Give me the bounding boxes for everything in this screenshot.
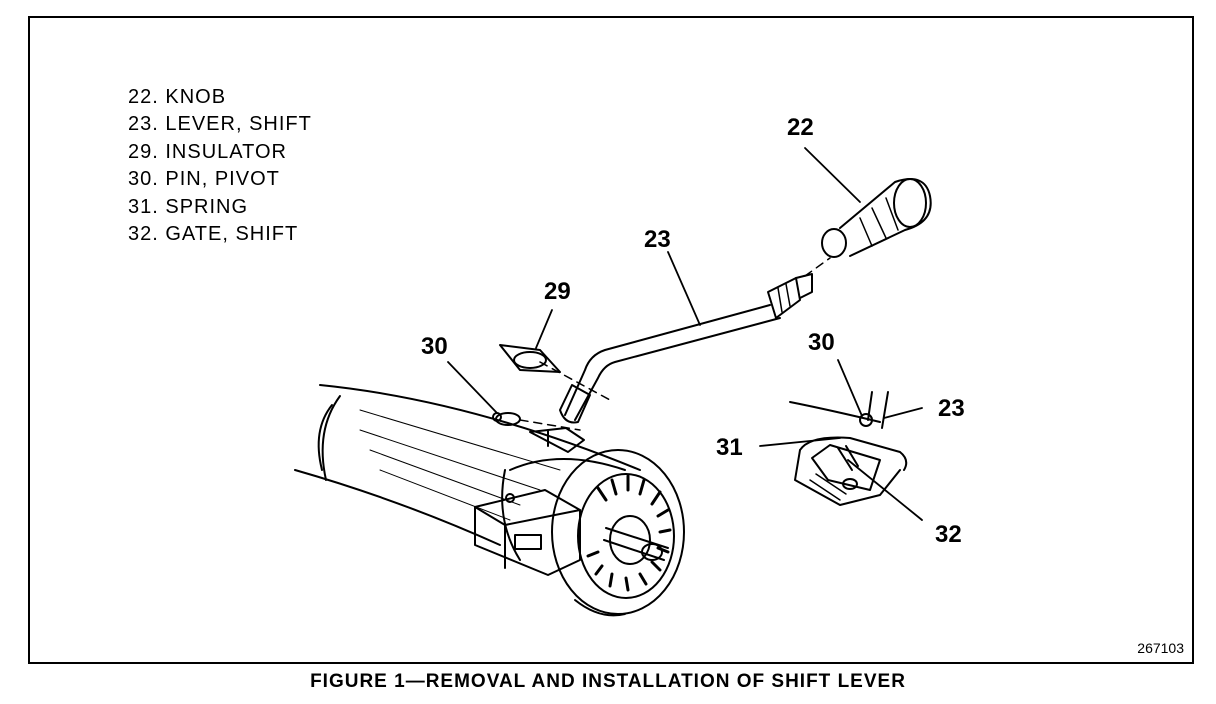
figure-number: 267103 bbox=[1137, 640, 1184, 656]
legend-item: 23. LEVER, SHIFT bbox=[128, 113, 312, 136]
legend-item: 30. PIN, PIVOT bbox=[128, 168, 280, 191]
shift-knob bbox=[821, 178, 932, 258]
callout-lever: 23 bbox=[644, 226, 671, 253]
callout-detail-spring: 31 bbox=[716, 434, 743, 461]
figure-frame bbox=[28, 16, 1194, 664]
parts-legend: 22. KNOB 23. LEVER, SHIFT 29. INSULATOR … bbox=[128, 84, 312, 248]
insulator bbox=[499, 344, 561, 373]
legend-item: 29. INSULATOR bbox=[128, 140, 287, 163]
shift-lever bbox=[559, 273, 813, 424]
legend-item: 31. SPRING bbox=[128, 195, 249, 218]
leader-lines bbox=[447, 147, 923, 521]
callout-knob: 22 bbox=[787, 114, 814, 141]
callout-detail-gate: 32 bbox=[935, 521, 962, 548]
detail-view bbox=[789, 391, 908, 506]
steering-column bbox=[294, 384, 685, 617]
alignment-lines bbox=[519, 257, 831, 431]
callout-detail-pivot-pin: 30 bbox=[808, 329, 835, 356]
callout-insulator: 29 bbox=[544, 278, 571, 305]
legend-item: 32. GATE, SHIFT bbox=[128, 223, 299, 246]
figure-caption: FIGURE 1—REMOVAL AND INSTALLATION OF SHI… bbox=[310, 671, 906, 692]
callout-detail-lever: 23 bbox=[938, 395, 965, 422]
callout-pivot-pin: 30 bbox=[421, 333, 448, 360]
legend-item: 22. KNOB bbox=[128, 86, 227, 108]
